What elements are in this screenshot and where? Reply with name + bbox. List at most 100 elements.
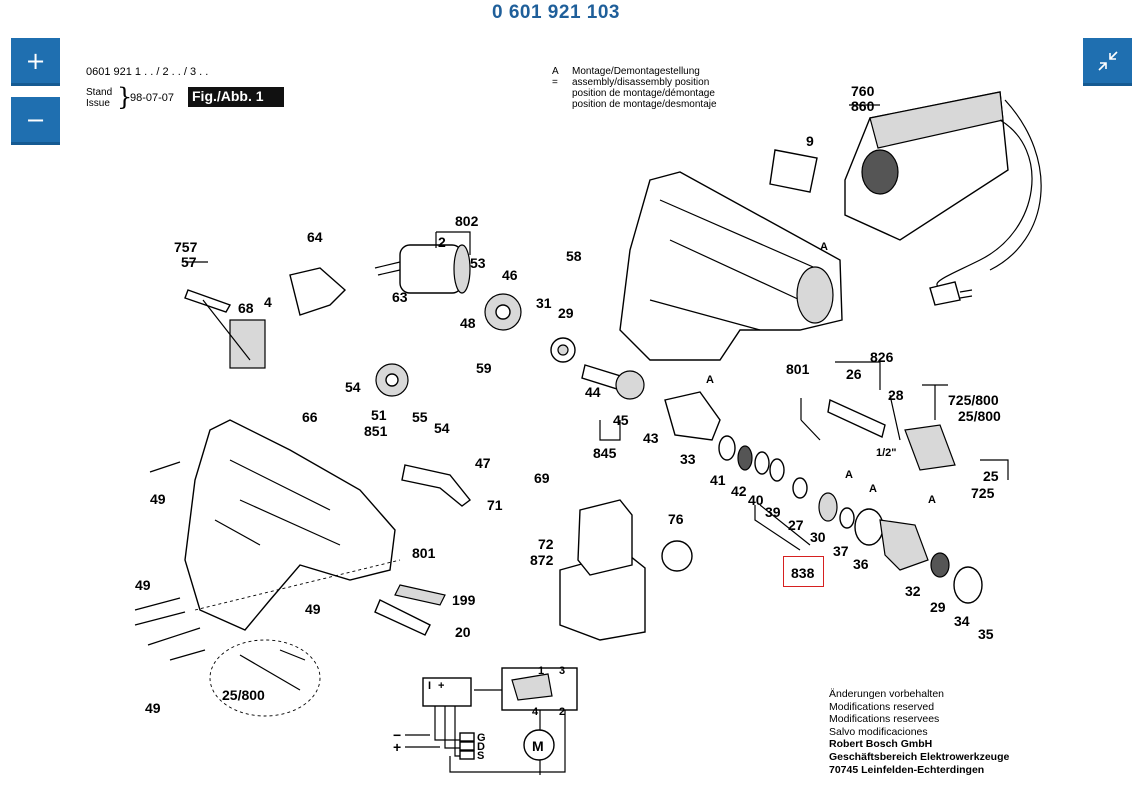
part-label: 51 bbox=[371, 407, 387, 423]
drill-chuck-drawing bbox=[827, 384, 956, 471]
assembly-note-line: position de montage/desmontaje bbox=[572, 99, 717, 110]
part-label: 860 bbox=[851, 98, 875, 114]
part-number-title: 0 601 921 103 bbox=[491, 2, 620, 23]
circuit-diagram bbox=[405, 667, 578, 775]
part-label: 57 bbox=[181, 254, 197, 270]
part-label: 4 bbox=[264, 294, 272, 310]
zoom-out-button[interactable]: − bbox=[11, 97, 60, 145]
part-label: 725/800 bbox=[948, 392, 999, 408]
footer-line: Änderungen vorbehalten bbox=[829, 688, 945, 700]
part-label: 199 bbox=[452, 592, 476, 608]
company-line: 70745 Leinfelden-Echterdingen bbox=[829, 763, 985, 776]
circuit-label: 1 bbox=[538, 665, 544, 677]
spindle-drawing bbox=[581, 364, 645, 400]
part-label: 76 bbox=[668, 511, 684, 527]
part-label: 49 bbox=[135, 577, 151, 593]
plus-icon: + bbox=[25, 46, 46, 75]
zoom-in-button[interactable]: + bbox=[11, 38, 60, 86]
figure-label: Fig./Abb. 1 bbox=[188, 87, 284, 107]
part-label: 42 bbox=[731, 483, 747, 499]
part-label: 64 bbox=[307, 229, 323, 245]
assembly-marker: A bbox=[928, 494, 936, 506]
part-label: 20 bbox=[455, 624, 471, 640]
circuit-label: G bbox=[477, 732, 486, 744]
part-label: 54 bbox=[345, 379, 361, 395]
part-label: 838 bbox=[791, 565, 815, 581]
part-label: 30 bbox=[810, 529, 826, 545]
reference-circle bbox=[209, 639, 321, 717]
part-label: 32 bbox=[905, 583, 921, 599]
part-label: 26 bbox=[846, 366, 862, 382]
motor-drawing bbox=[374, 244, 471, 294]
part-label: 49 bbox=[305, 601, 321, 617]
part-label: 39 bbox=[765, 504, 781, 520]
company-line: Robert Bosch GmbH bbox=[829, 738, 933, 751]
part-label: 25/800 bbox=[222, 687, 265, 703]
part-label: 49 bbox=[145, 700, 161, 716]
housing-left-drawing bbox=[184, 419, 401, 631]
part-label: 33 bbox=[680, 451, 696, 467]
part-label: 37 bbox=[833, 543, 849, 559]
part-label: 801 bbox=[786, 361, 810, 377]
part-label: 47 bbox=[475, 455, 491, 471]
assembly-note-line: assembly/disassembly position bbox=[572, 77, 710, 88]
assembly-marker: A bbox=[706, 374, 714, 386]
part-label: 71 bbox=[487, 497, 503, 513]
part-label: 48 bbox=[460, 315, 476, 331]
footer-notice: Änderungen vorbehalten Modifications res… bbox=[829, 688, 1009, 776]
circuit-label: 4 bbox=[532, 706, 539, 718]
part-label: 25 bbox=[983, 468, 999, 484]
part-label: 2 bbox=[438, 234, 446, 250]
series-code: 0601 921 1 . . / 2 . . / 3 . . bbox=[86, 66, 209, 78]
part-label: 69 bbox=[534, 470, 550, 486]
circuit-label: + bbox=[393, 739, 401, 755]
part-label: 760 bbox=[851, 83, 875, 99]
highlighted-part-838[interactable] bbox=[783, 556, 824, 587]
part-label: 55 bbox=[412, 409, 428, 425]
assembly-note-line: position de montage/démontage bbox=[572, 88, 715, 99]
circuit-label: S bbox=[477, 750, 484, 762]
part-label: 68 bbox=[238, 300, 254, 316]
part-label: 58 bbox=[566, 248, 582, 264]
part-label: 46 bbox=[502, 267, 518, 283]
part-label: 29 bbox=[930, 599, 946, 615]
minus-icon: − bbox=[25, 105, 46, 134]
stand-label: Stand bbox=[86, 87, 113, 98]
part-label: 40 bbox=[748, 492, 764, 508]
circuit-label: + bbox=[438, 680, 444, 692]
part-label: 29 bbox=[558, 305, 574, 321]
part-label: 27 bbox=[788, 517, 804, 533]
part-label: 72 bbox=[538, 536, 554, 552]
part-label: 44 bbox=[585, 384, 601, 400]
gear-housing-drawing bbox=[664, 391, 721, 441]
part-label: 826 bbox=[870, 349, 894, 365]
footer-line: Modifications reservees bbox=[829, 713, 940, 726]
part-label: 49 bbox=[150, 491, 166, 507]
clutch-stack-drawing bbox=[718, 435, 983, 604]
company-line: Geschäftsbereich Elektrowerkzeuge bbox=[829, 750, 1010, 763]
part-label: 845 bbox=[593, 445, 617, 461]
part-label: 36 bbox=[853, 556, 869, 572]
part-label: 725 bbox=[971, 485, 995, 501]
assembly-marker: A bbox=[820, 241, 828, 253]
part-label: 28 bbox=[888, 387, 904, 403]
battery-drawing bbox=[559, 499, 693, 641]
brace-glyph: } bbox=[117, 83, 133, 111]
issue-date: 98-07-07 bbox=[130, 92, 175, 104]
part-label: 25/800 bbox=[958, 408, 1001, 424]
fit-to-screen-button[interactable] bbox=[1083, 38, 1132, 86]
part-label: 872 bbox=[530, 552, 554, 568]
circuit-label: 3 bbox=[559, 665, 565, 677]
circuit-label: − bbox=[393, 727, 401, 743]
collapse-arrows-icon bbox=[1097, 50, 1118, 71]
part-label: 802 bbox=[455, 213, 479, 229]
assembly-marker: A bbox=[845, 469, 853, 481]
part-label: 53 bbox=[470, 255, 486, 271]
circuit-label: D bbox=[477, 741, 485, 753]
assembly-note-key: A = bbox=[552, 66, 559, 88]
part-label: 41 bbox=[710, 472, 726, 488]
circuit-label: M bbox=[532, 738, 544, 754]
assembly-marker: A bbox=[869, 483, 877, 495]
issue-label: Issue bbox=[86, 98, 110, 109]
